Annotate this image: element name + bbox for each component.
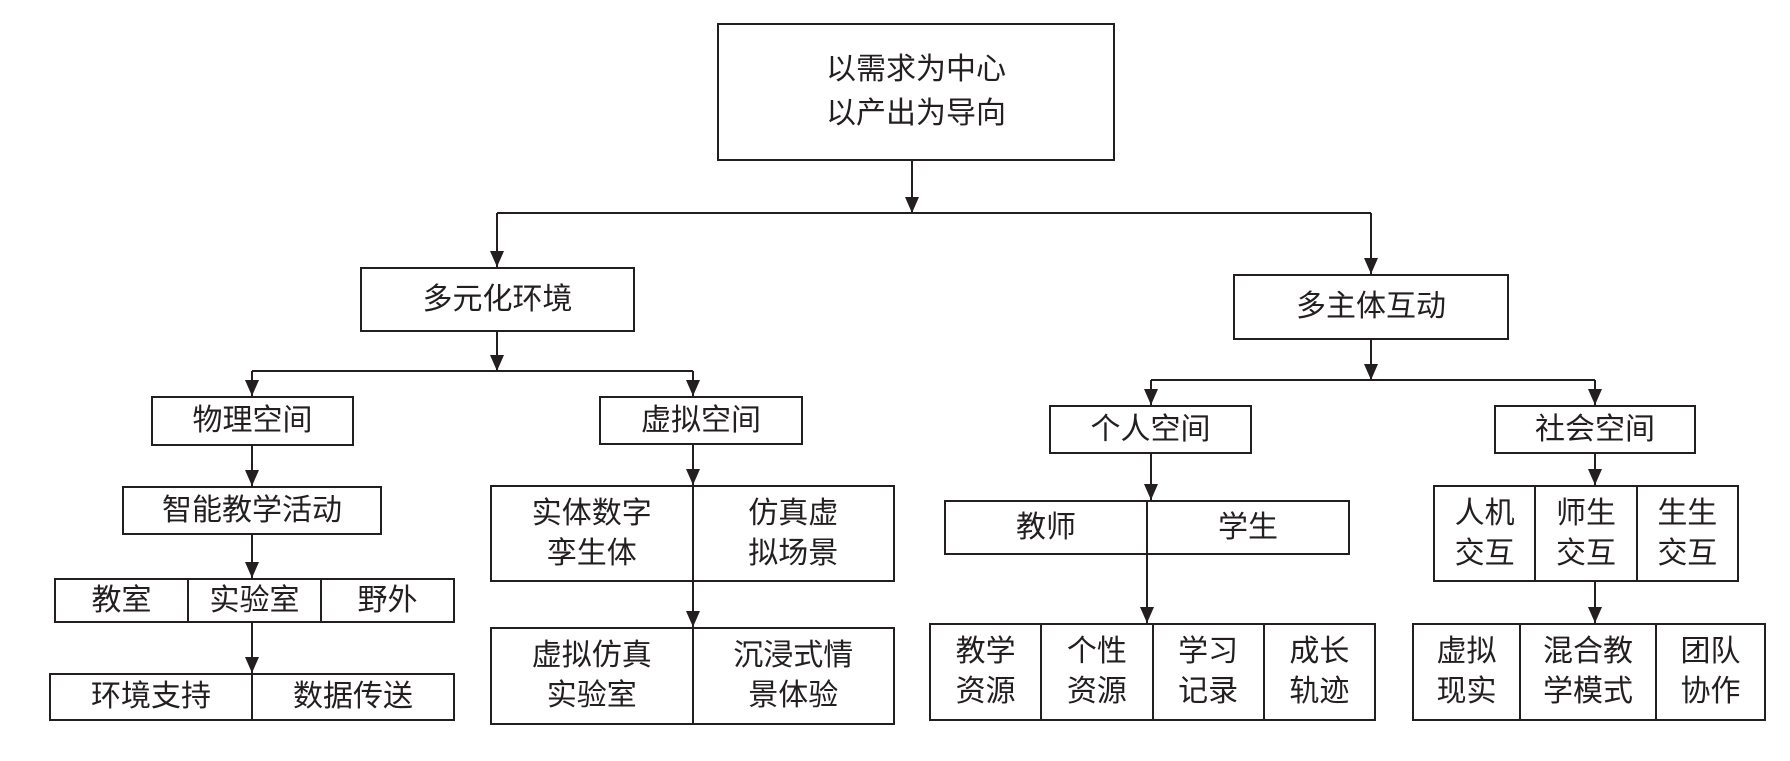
role-cell: 学生 bbox=[1146, 502, 1348, 553]
support-label: 环境支持 bbox=[91, 679, 211, 714]
cell-line: 记录 bbox=[1178, 674, 1239, 709]
cell-line: 交互 bbox=[1454, 535, 1515, 571]
virtual-row-2: 虚拟仿真 实验室 沉浸式情 景体验 bbox=[490, 627, 895, 725]
resource-cell: 个性 资源 bbox=[1040, 625, 1151, 719]
cell-line: 虚拟 bbox=[1436, 634, 1497, 669]
support-row: 环境支持 数据传送 bbox=[49, 673, 455, 721]
personal-space-label: 个人空间 bbox=[1090, 411, 1211, 447]
modes-row: 虚拟 现实 混合教 学模式 团队 协作 bbox=[1412, 623, 1766, 721]
support-label: 数据传送 bbox=[293, 679, 413, 714]
cell-line: 团队 bbox=[1680, 634, 1741, 669]
virtual-space-label: 虚拟空间 bbox=[641, 402, 761, 438]
cell-line: 个性 bbox=[1066, 634, 1127, 669]
virtual-cell: 仿真虚 拟场景 bbox=[691, 487, 894, 580]
right-branch-label: 多主体互动 bbox=[1296, 289, 1446, 324]
root-line: 以产出为导向 bbox=[826, 96, 1006, 131]
activity-label: 智能教学活动 bbox=[162, 492, 342, 528]
resource-cell: 学习 记录 bbox=[1151, 625, 1263, 719]
interaction-cell: 人机 交互 bbox=[1435, 487, 1534, 580]
interactions-row: 人机 交互 师生 交互 生生 交互 bbox=[1433, 485, 1739, 582]
cell-line: 交互 bbox=[1657, 535, 1718, 571]
support-cell: 数据传送 bbox=[251, 675, 453, 719]
role-cell: 教师 bbox=[946, 502, 1146, 553]
support-cell: 环境支持 bbox=[51, 675, 251, 719]
places-row: 教室 实验室 野外 bbox=[54, 578, 455, 623]
cell-line: 师生 bbox=[1555, 495, 1616, 531]
mode-cell: 虚拟 现实 bbox=[1414, 625, 1519, 719]
place-cell: 野外 bbox=[320, 580, 453, 621]
cell-line: 仿真虚 bbox=[748, 495, 839, 531]
activity-node: 智能教学活动 bbox=[122, 486, 382, 535]
cell-line: 混合教 bbox=[1543, 634, 1633, 669]
cell-line: 资源 bbox=[955, 674, 1016, 709]
cell-line: 学习 bbox=[1178, 634, 1239, 669]
place-label: 实验室 bbox=[209, 582, 300, 618]
place-label: 教室 bbox=[91, 582, 152, 618]
cell-line: 实体数字 bbox=[531, 495, 652, 531]
physical-space-label: 物理空间 bbox=[192, 403, 313, 438]
cell-line: 生生 bbox=[1657, 495, 1718, 531]
cell-line: 现实 bbox=[1436, 674, 1497, 709]
virtual-cell: 虚拟仿真 实验室 bbox=[492, 629, 692, 723]
virtual-row-1: 实体数字 孪生体 仿真虚 拟场景 bbox=[490, 485, 895, 582]
cell-line: 协作 bbox=[1680, 674, 1741, 709]
virtual-cell: 沉浸式情 景体验 bbox=[691, 629, 894, 723]
mode-cell: 混合教 学模式 bbox=[1519, 625, 1655, 719]
place-cell: 实验室 bbox=[187, 580, 320, 621]
virtual-cell: 实体数字 孪生体 bbox=[492, 487, 692, 580]
interaction-cell: 生生 交互 bbox=[1635, 487, 1737, 580]
cell-line: 学模式 bbox=[1543, 674, 1633, 709]
cell-line: 教学 bbox=[955, 634, 1016, 669]
social-space-label: 社会空间 bbox=[1535, 411, 1655, 447]
cell-line: 虚拟仿真 bbox=[531, 638, 652, 673]
cell-line: 景体验 bbox=[748, 678, 839, 713]
cell-line: 实验室 bbox=[546, 678, 637, 713]
physical-space-node: 物理空间 bbox=[151, 396, 354, 446]
cell-line: 成长 bbox=[1289, 634, 1350, 669]
social-space-node: 社会空间 bbox=[1494, 405, 1696, 454]
place-cell: 教室 bbox=[56, 580, 187, 621]
right-branch-node: 多主体互动 bbox=[1233, 274, 1509, 340]
root-line: 以需求为中心 bbox=[826, 52, 1006, 87]
resources-row: 教学 资源 个性 资源 学习 记录 成长 轨迹 bbox=[929, 623, 1376, 721]
cell-line: 轨迹 bbox=[1289, 674, 1350, 709]
role-label: 教师 bbox=[1016, 509, 1076, 545]
roles-row: 教师 学生 bbox=[944, 500, 1350, 555]
personal-space-node: 个人空间 bbox=[1049, 405, 1252, 454]
resource-cell: 教学 资源 bbox=[931, 625, 1040, 719]
interaction-cell: 师生 交互 bbox=[1534, 487, 1635, 580]
cell-line: 拟场景 bbox=[748, 535, 839, 571]
root-node: 以需求为中心 以产出为导向 bbox=[717, 23, 1115, 161]
mode-cell: 团队 协作 bbox=[1655, 625, 1764, 719]
resource-cell: 成长 轨迹 bbox=[1262, 625, 1374, 719]
cell-line: 人机 bbox=[1454, 495, 1515, 531]
cell-line: 交互 bbox=[1555, 535, 1616, 571]
cell-line: 沉浸式情 bbox=[733, 638, 854, 673]
left-branch-label: 多元化环境 bbox=[422, 281, 573, 317]
cell-line: 资源 bbox=[1066, 674, 1127, 709]
virtual-space-node: 虚拟空间 bbox=[599, 396, 803, 445]
place-label: 野外 bbox=[357, 582, 418, 618]
cell-line: 孪生体 bbox=[546, 535, 637, 571]
role-label: 学生 bbox=[1218, 509, 1278, 545]
left-branch-node: 多元化环境 bbox=[360, 267, 635, 332]
